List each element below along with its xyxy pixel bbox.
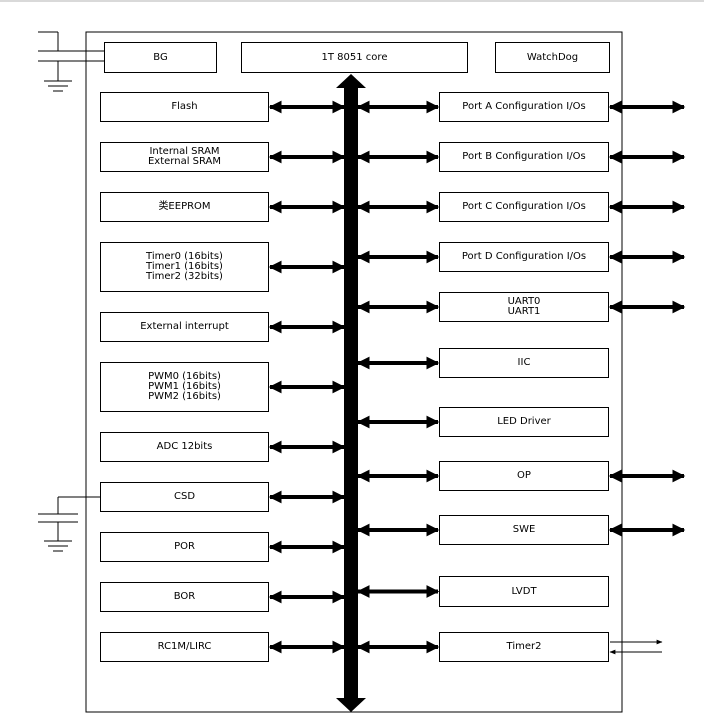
watchdog-label: WatchDog xyxy=(526,51,579,63)
bg-block: BG xyxy=(104,42,217,73)
block-ext-int: External interrupt xyxy=(100,312,269,342)
block-port-c-label: Port C Configuration I/Os xyxy=(462,201,586,212)
block-bor: BOR xyxy=(100,582,269,612)
block-sram: Internal SRAM External SRAM xyxy=(100,142,269,172)
block-flash: Flash xyxy=(100,92,269,122)
block-bor-label: BOR xyxy=(173,591,196,602)
block-ext-int-label: External interrupt xyxy=(140,321,229,332)
block-port-b-label: Port B Configuration I/Os xyxy=(462,151,586,162)
block-adc-label: ADC 12bits xyxy=(156,441,213,452)
block-port-b: Port B Configuration I/Os xyxy=(439,142,609,172)
block-timers-label: Timer0 (16bits) Timer1 (16bits) Timer2 (… xyxy=(146,251,223,282)
block-por: POR xyxy=(100,532,269,562)
block-rc: RC1M/LIRC xyxy=(100,632,269,662)
block-port-d: Port D Configuration I/Os xyxy=(439,242,609,272)
bg-label: BG xyxy=(153,51,168,63)
block-uart-label: UART0 UART1 xyxy=(507,296,541,317)
block-port-c: Port C Configuration I/Os xyxy=(439,192,609,222)
block-led: LED Driver xyxy=(439,407,609,437)
block-adc: ADC 12bits xyxy=(100,432,269,462)
chip-boundary xyxy=(85,31,623,713)
system-bus-arrow xyxy=(336,74,366,712)
block-rc-label: RC1M/LIRC xyxy=(157,641,212,652)
block-csd: CSD xyxy=(100,482,269,512)
block-timer2: Timer2 xyxy=(439,632,609,662)
block-op-label: OP xyxy=(517,470,531,481)
csd-capacitor-symbol xyxy=(38,496,100,552)
core-block: 1T 8051 core xyxy=(241,42,468,73)
block-op: OP xyxy=(439,461,609,491)
block-timers: Timer0 (16bits) Timer1 (16bits) Timer2 (… xyxy=(100,242,269,292)
block-eeprom: 类EEPROM xyxy=(100,192,269,222)
block-lvdt: LVDT xyxy=(439,576,609,607)
block-swe: SWE xyxy=(439,515,609,545)
block-led-label: LED Driver xyxy=(497,416,551,427)
block-timer2-label: Timer2 xyxy=(506,641,542,652)
block-port-a: Port A Configuration I/Os xyxy=(439,92,609,122)
crystal-capacitor-symbol xyxy=(38,31,104,92)
block-iic-label: IIC xyxy=(517,357,531,368)
block-pwm-label: PWM0 (16bits) PWM1 (16bits) PWM2 (16bits… xyxy=(148,371,221,402)
block-por-label: POR xyxy=(174,541,195,552)
block-pwm: PWM0 (16bits) PWM1 (16bits) PWM2 (16bits… xyxy=(100,362,269,412)
core-label: 1T 8051 core xyxy=(321,51,388,63)
watchdog-block: WatchDog xyxy=(495,42,610,73)
block-eeprom-label: 类EEPROM xyxy=(158,201,211,212)
block-iic: IIC xyxy=(439,348,609,378)
top-divider xyxy=(0,0,704,2)
block-port-a-label: Port A Configuration I/Os xyxy=(462,101,586,112)
block-csd-label: CSD xyxy=(173,491,196,502)
block-sram-label: Internal SRAM External SRAM xyxy=(147,146,222,167)
block-lvdt-label: LVDT xyxy=(511,585,537,597)
block-port-d-label: Port D Configuration I/Os xyxy=(461,251,587,262)
block-flash-label: Flash xyxy=(171,101,198,112)
block-uart: UART0 UART1 xyxy=(439,292,609,322)
block-swe-label: SWE xyxy=(512,524,536,535)
